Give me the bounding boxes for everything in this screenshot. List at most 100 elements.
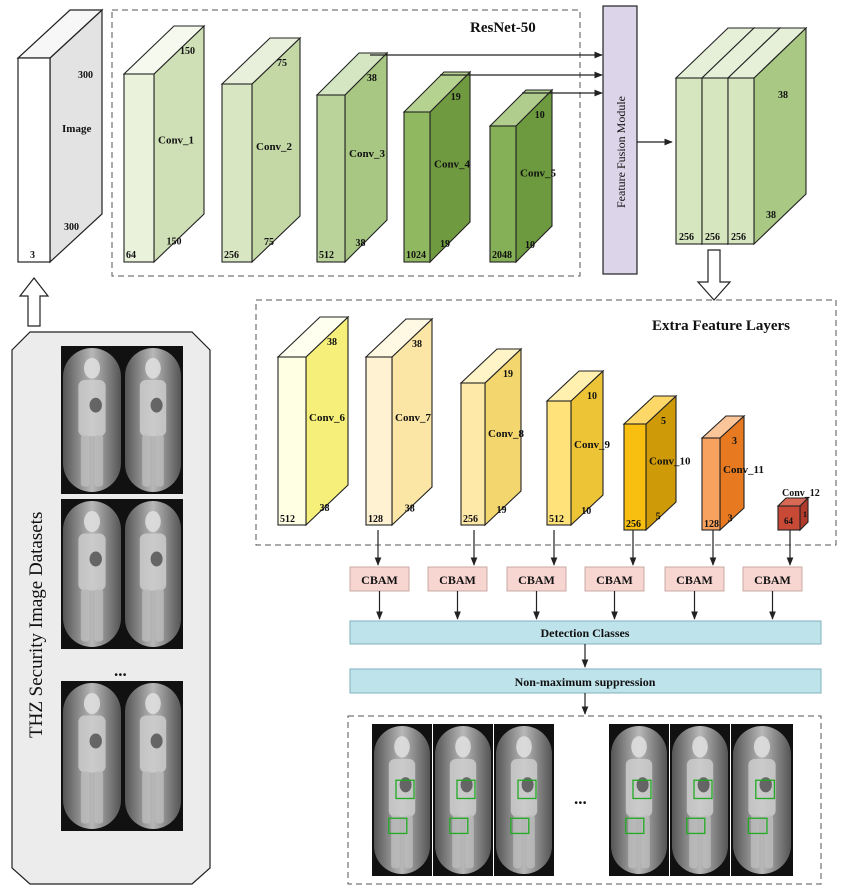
fused-map-3-front xyxy=(727,77,755,245)
feature-fusion-module: Feature Fusion Module xyxy=(602,5,638,275)
results-ellipsis: ... xyxy=(574,789,587,808)
dataset-scan xyxy=(123,681,183,831)
extra-blocks: Conv_63838512Conv_73838128Conv_81919256C… xyxy=(276,315,820,532)
extra-dim-bottom: 10 xyxy=(581,506,591,517)
dataset-scan xyxy=(61,346,123,494)
cbam-box xyxy=(664,566,725,592)
scan-object xyxy=(89,397,102,413)
backbone-layer-label: Conv_3 xyxy=(349,148,386,160)
input-image-front xyxy=(17,57,51,263)
scan-leg xyxy=(689,815,698,869)
detection-bbox xyxy=(755,779,776,800)
backbone-layer-label: Conv_1 xyxy=(158,135,194,147)
backbone-layer-label: Conv_5 xyxy=(520,167,557,179)
scan-leg xyxy=(155,771,164,824)
backbone-dim-top: 38 xyxy=(367,73,377,84)
backbone-dim-bottom: 150 xyxy=(167,237,182,248)
cbam-box xyxy=(506,566,567,592)
extra-channels: 128 xyxy=(704,519,719,530)
extra-block-8-front xyxy=(460,382,486,526)
scan-leg xyxy=(80,771,90,824)
scan-leg xyxy=(764,815,774,869)
detection-bbox xyxy=(747,817,768,835)
extra-layer-label: Conv_10 xyxy=(649,455,691,467)
scan-object xyxy=(759,777,772,793)
input-channels: 3 xyxy=(30,250,35,261)
scan-leg xyxy=(94,434,104,487)
scan-leg xyxy=(702,815,711,869)
scan-leg xyxy=(142,434,151,487)
extra-channels: 256 xyxy=(626,519,641,530)
result-scan-5 xyxy=(670,724,730,876)
cbam-block-4: CBAM xyxy=(584,530,645,620)
dataset-scan xyxy=(123,346,183,494)
extra-layers-title: Extra Feature Layers xyxy=(652,318,790,334)
cbam-box xyxy=(584,566,645,592)
scan-leg xyxy=(94,589,104,642)
backbone-blocks: Conv_115015064Conv_27575256Conv_33838512… xyxy=(122,24,557,264)
cbam-block-3: CBAM xyxy=(506,530,567,620)
cbam-label: CBAM xyxy=(518,573,555,587)
cbam-label: CBAM xyxy=(754,573,791,587)
backbone-dim-top: 150 xyxy=(180,46,195,57)
scan-object xyxy=(150,551,163,567)
scan-object xyxy=(399,777,412,793)
scan-head xyxy=(83,511,101,532)
scan-leg xyxy=(155,434,164,487)
scan-leg xyxy=(465,815,474,869)
backbone-channels: 1024 xyxy=(406,250,426,261)
extra-channels: 256 xyxy=(463,514,478,525)
scan-head xyxy=(145,357,161,379)
scan-head xyxy=(516,736,532,758)
extra-dim-top: 38 xyxy=(327,337,337,348)
detection-bbox xyxy=(693,779,713,800)
scan-leg xyxy=(404,815,413,869)
input-height-dim: 300 xyxy=(64,222,79,233)
backbone-layer-label: Conv_2 xyxy=(256,141,293,153)
backbone-block-4-front xyxy=(403,111,431,263)
backbone-title: ResNet-50 xyxy=(470,20,536,36)
dataset-scan xyxy=(123,499,183,649)
result-scan-4 xyxy=(609,724,669,876)
backbone-block-2-front xyxy=(221,83,253,263)
scan-head xyxy=(145,511,161,532)
scan-leg xyxy=(513,815,522,869)
scan-object xyxy=(89,551,102,567)
extra-dim-bottom: 5 xyxy=(656,512,661,523)
input-image-label: Image xyxy=(62,123,91,135)
input-width-dim: 300 xyxy=(78,70,93,81)
extra-channels: 64 xyxy=(784,516,794,526)
scan-object xyxy=(150,397,163,413)
extra-dim-top: 19 xyxy=(503,369,513,380)
backbone-channels: 64 xyxy=(126,250,136,261)
detection-results xyxy=(372,724,793,876)
cbam-block-6: CBAM xyxy=(742,530,803,620)
fused-dim-bottom: 38 xyxy=(766,210,776,221)
cbam-box xyxy=(427,566,488,592)
dataset-scan xyxy=(61,499,123,649)
fused-dim-top: 38 xyxy=(778,90,788,101)
extra-dim-top: 1 xyxy=(803,510,807,519)
extra-layer-label: Conv_12 xyxy=(782,488,820,499)
detection-bbox xyxy=(517,779,537,800)
scan-leg xyxy=(142,771,151,824)
dataset-to-input-arrow xyxy=(18,277,50,327)
fused-to-extra-arrow xyxy=(696,249,732,301)
scan-leg xyxy=(641,815,650,869)
scan-head xyxy=(692,736,708,758)
extra-layer-label: Conv_7 xyxy=(395,412,432,424)
dataset-scan-group-3 xyxy=(61,681,183,831)
scan-head xyxy=(83,357,101,379)
cbam-label: CBAM xyxy=(676,573,713,587)
extra-channels: 512 xyxy=(549,514,564,525)
scan-leg xyxy=(526,815,535,869)
fused-map-1-front xyxy=(675,77,703,245)
backbone-channels: 512 xyxy=(319,250,334,261)
detection-bbox xyxy=(449,817,469,835)
scan-head xyxy=(631,736,647,758)
